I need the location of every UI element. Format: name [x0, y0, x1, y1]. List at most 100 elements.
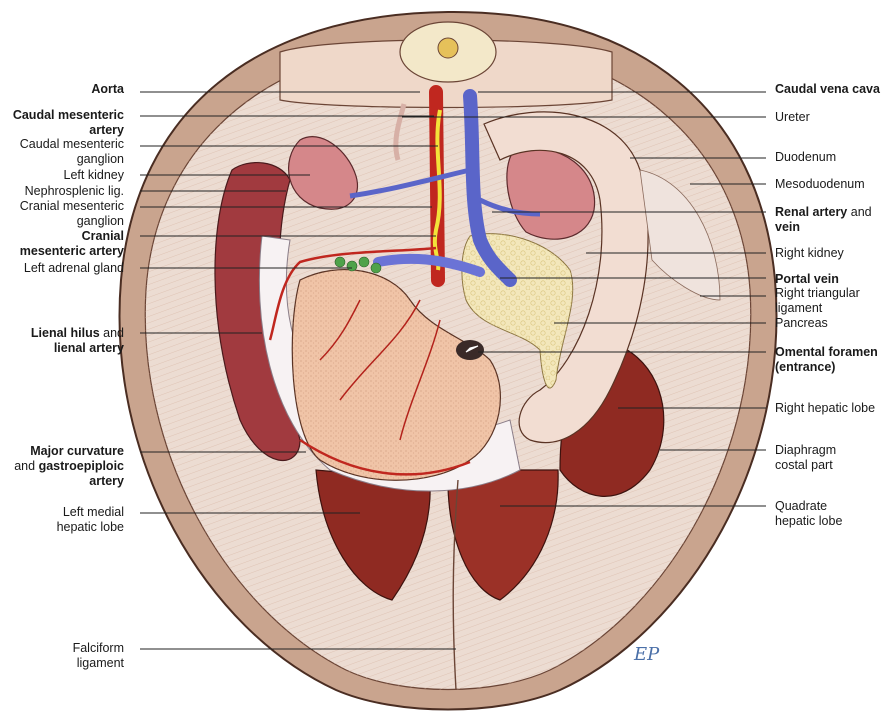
label-line: Falciform [73, 641, 124, 656]
label-left-kidney: Left kidney [64, 168, 124, 183]
label-text: Caudal mesenteric [12, 108, 124, 122]
label-portal-vein: Portal vein [775, 272, 839, 287]
portal-vein [373, 253, 485, 277]
label-line: Duodenum [775, 150, 836, 165]
label-text: Aorta [91, 82, 124, 96]
label-text: Left medial [62, 505, 124, 519]
label-text: ligament [76, 656, 124, 670]
label-line: Nephrosplenic lig. [25, 184, 124, 199]
duodenum [483, 111, 649, 444]
label-text: gastroepiploic [38, 459, 124, 473]
label-text: artery [89, 474, 124, 488]
label-line: hepatic lobe [57, 520, 124, 535]
label-text: Right hepatic lobe [775, 401, 876, 415]
label-text: hepatic lobe [775, 514, 843, 528]
label-line: Quadrate [775, 499, 842, 514]
label-line: artery [13, 123, 124, 138]
label-line: Pancreas [775, 316, 828, 331]
label-line: ganglion [20, 214, 124, 229]
label-pancreas: Pancreas [775, 316, 828, 331]
ureter [393, 103, 407, 161]
label-line: costal part [775, 458, 836, 473]
label-line: mesenteric artery [20, 244, 124, 259]
label-text: Omental foramen [775, 345, 878, 359]
label-right-kidney: Right kidney [775, 246, 844, 261]
label-text: Quadrate [775, 499, 828, 513]
label-line: Ureter [775, 110, 810, 125]
label-text: hepatic lobe [56, 520, 124, 534]
label-text: vein [775, 220, 801, 234]
label-right-hepatic-lobe: Right hepatic lobe [775, 401, 875, 416]
label-text: Nephrosplenic lig. [24, 184, 124, 198]
mesoduodenum [639, 169, 721, 301]
label-text: artery [89, 123, 124, 137]
right-kidney [506, 147, 596, 240]
falciform-ligament [452, 479, 459, 691]
label-text: and [14, 459, 39, 473]
label-line: ganglion [20, 152, 124, 167]
label-duodenum: Duodenum [775, 150, 836, 165]
label-line: Renal artery and [775, 205, 872, 220]
label-line: Mesoduodenum [775, 177, 865, 192]
label-line: Cranial mesenteric [20, 199, 124, 214]
label-text: Ureter [775, 110, 810, 124]
left-adrenal-gland [334, 256, 382, 274]
label-text: Mesoduodenum [775, 177, 865, 191]
label-text: Major curvature [30, 444, 124, 458]
pancreas-lobules [461, 233, 573, 389]
label-line: Caudal vena cava [775, 82, 880, 97]
label-text: costal part [775, 458, 833, 472]
label-line: Left medial [57, 505, 124, 520]
label-line: Caudal mesenteric [13, 108, 124, 123]
label-text: lienal artery [53, 341, 124, 355]
label-text: Pancreas [775, 316, 828, 330]
label-text: and [847, 205, 872, 219]
label-text: Cranial mesenteric [19, 199, 124, 213]
gastric-branches [319, 299, 441, 441]
label-line: and gastroepiploic [14, 459, 124, 474]
label-line: Caudal mesenteric [20, 137, 124, 152]
label-line: (entrance) [775, 360, 878, 375]
label-text: Diaphragm [775, 443, 837, 457]
label-text: Cranial [81, 229, 124, 243]
label-mesoduodenum: Mesoduodenum [775, 177, 865, 192]
stomach-texture [292, 269, 501, 481]
foramen-arrow-icon [465, 345, 479, 353]
label-aorta: Aorta [91, 82, 124, 97]
label-text: Caudal vena cava [775, 82, 880, 96]
label-text: (entrance) [775, 360, 836, 374]
label-line: Right kidney [775, 246, 844, 261]
label-text: Left kidney [63, 168, 124, 182]
label-line: ligament [73, 656, 124, 671]
label-text: mesenteric artery [19, 244, 124, 258]
label-line: lienal artery [31, 341, 124, 356]
label-text: ligament [775, 301, 823, 315]
renal-vessels [349, 167, 541, 217]
gastroepiploic-artery [299, 438, 471, 476]
label-text: Caudal mesenteric [19, 137, 124, 151]
label-line: Portal vein [775, 272, 839, 287]
label-text: ganglion [76, 152, 124, 166]
label-text: ganglion [76, 214, 124, 228]
label-line: artery [14, 474, 124, 489]
label-text: Right triangular [775, 286, 860, 300]
label-line: Left adrenal gland [24, 261, 124, 276]
label-text: Right kidney [775, 246, 844, 260]
label-line: Major curvature [14, 444, 124, 459]
label-line: vein [775, 220, 872, 235]
label-text: Renal artery [775, 205, 848, 219]
label-text: Lienal hilus [30, 326, 100, 340]
label-line: Left kidney [64, 168, 124, 183]
label-text: Portal vein [775, 272, 839, 286]
label-omental-foramen: Omental foramen(entrance) [775, 345, 878, 375]
leader-lines [140, 91, 766, 650]
